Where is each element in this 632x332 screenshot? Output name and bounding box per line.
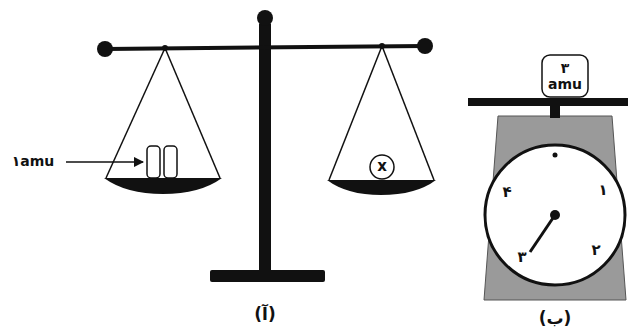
scale [468, 98, 628, 300]
mass-box: ۳ amu [541, 54, 589, 98]
node-text: x [377, 158, 387, 175]
node-text: ۳ amu [548, 60, 582, 92]
dial-number: ۴ [502, 183, 511, 201]
dial-number: ۲ [591, 241, 600, 259]
figure-caption: (آ) [254, 304, 275, 324]
balance [66, 10, 436, 282]
dial-number: ۳ [517, 248, 526, 266]
figure-caption: (ب) [539, 308, 572, 328]
weight-label: ۱amu [12, 153, 55, 169]
mass-circle: x [369, 154, 395, 180]
dial-number: ۱ [598, 181, 607, 199]
